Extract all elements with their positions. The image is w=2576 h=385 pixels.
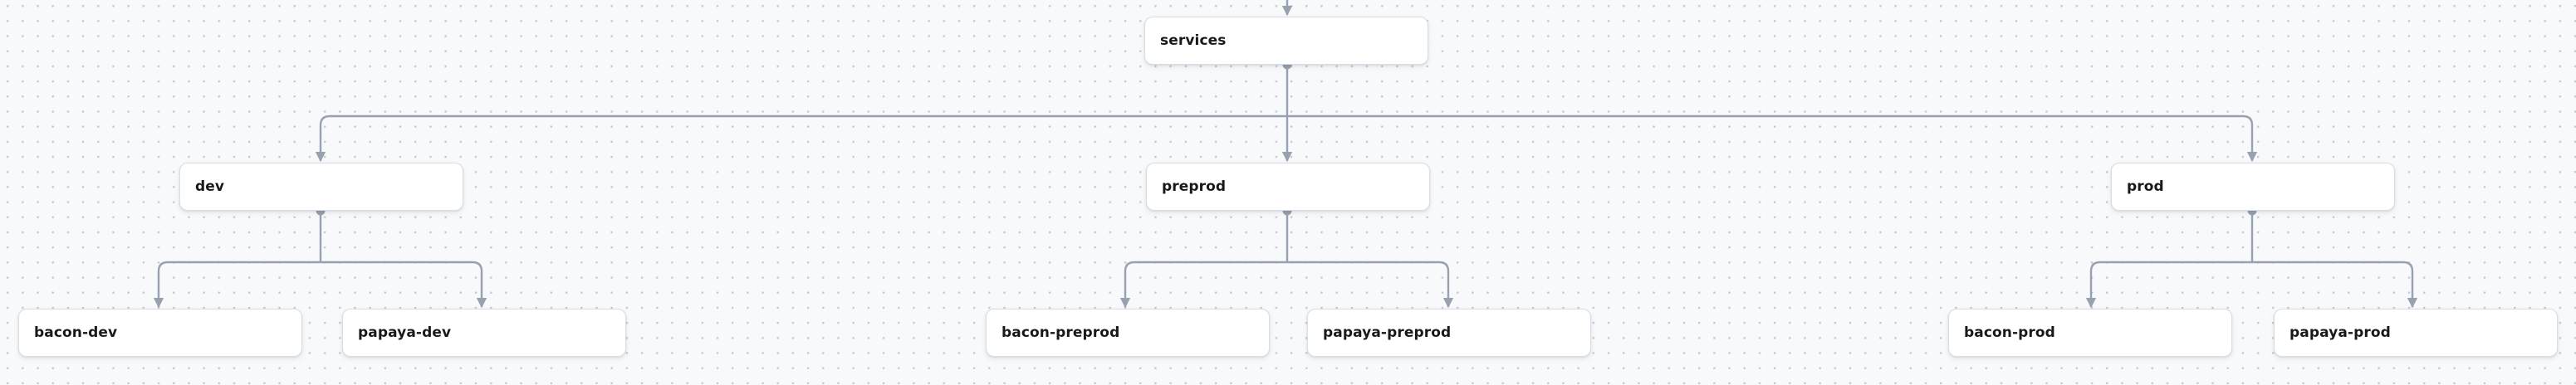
node-label: bacon-dev <box>34 324 118 341</box>
node-label: papaya-dev <box>358 324 452 341</box>
node-label: preprod <box>1162 178 1227 195</box>
node-label: papaya-prod <box>2290 324 2391 341</box>
edge-services-to-prod <box>1287 115 2258 163</box>
node-prod[interactable]: prod <box>2111 163 2395 211</box>
edge-prod-to-papaya-prod <box>2252 261 2418 309</box>
node-services[interactable]: services <box>1144 17 1428 65</box>
edge-dev-to-bacon-dev <box>153 261 321 309</box>
node-bacon-preprod[interactable]: bacon-preprod <box>986 309 1270 357</box>
node-label: services <box>1160 32 1227 49</box>
node-label: dev <box>195 178 225 195</box>
node-label: bacon-prod <box>1964 324 2055 341</box>
node-dev[interactable]: dev <box>179 163 463 211</box>
edge-prod-to-bacon-prod <box>2085 261 2252 309</box>
node-bacon-prod[interactable]: bacon-prod <box>1948 309 2232 357</box>
edge-dev-to-papaya-dev <box>321 261 487 309</box>
edge-services-to-dev <box>315 115 1287 163</box>
node-bacon-dev[interactable]: bacon-dev <box>18 309 302 357</box>
node-label: bacon-preprod <box>1002 324 1120 341</box>
node-papaya-preprod[interactable]: papaya-preprod <box>1307 309 1591 357</box>
node-papaya-prod[interactable]: papaya-prod <box>2274 309 2558 357</box>
node-preprod[interactable]: preprod <box>1146 163 1430 211</box>
node-label: prod <box>2127 178 2164 195</box>
edge-preprod-to-papaya-preprod <box>1287 261 1454 309</box>
node-papaya-dev[interactable]: papaya-dev <box>342 309 626 357</box>
edge-preprod-to-bacon-preprod <box>1119 261 1287 309</box>
node-label: papaya-preprod <box>1323 324 1452 341</box>
